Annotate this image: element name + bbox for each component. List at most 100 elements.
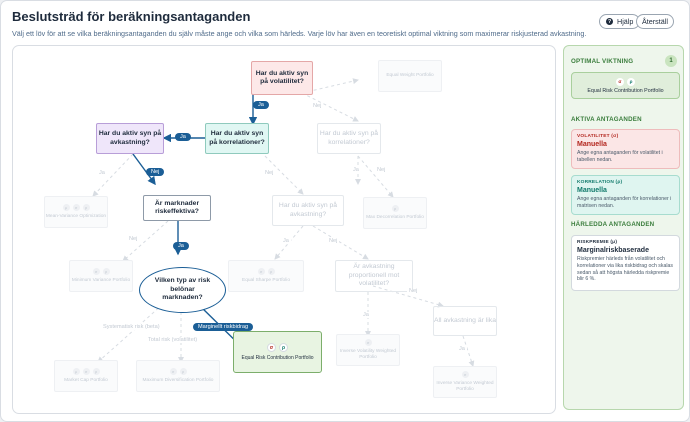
- leaf-equal-weight[interactable]: Equal Weight Portfolio: [378, 60, 442, 92]
- question-volatility-text: Har du aktiv syn på volatilitet?: [255, 69, 309, 85]
- correlation-desc: Ange egna antaganden för korrelationer i…: [577, 196, 672, 209]
- leaf-max-diversification-label: Maximum Diversification Portfolio: [142, 378, 214, 383]
- risk-premium-value: Marginalriskbaserade: [577, 247, 649, 254]
- question-risk-type[interactable]: Vilken typ av risk belönar marknaden?: [139, 267, 226, 313]
- optimal-count-badge: 1: [665, 55, 677, 67]
- decision-tree-canvas: Har du aktiv syn på volatilitet? Har du …: [12, 45, 556, 414]
- sigma-icon: σ: [72, 204, 80, 211]
- rho-icon: ρ: [391, 205, 399, 212]
- optimal-weighting-card[interactable]: σ ρ Equal Risk Contribution Portfolio: [571, 72, 680, 99]
- question-return[interactable]: Har du aktiv syn på avkastning?: [96, 123, 164, 154]
- risk-premium-key: RISKPREMIE (μ): [577, 240, 618, 245]
- question-return-text: Har du aktiv syn på avkastning?: [98, 130, 162, 146]
- edge-label-corr-yes: Ja: [175, 133, 191, 141]
- edge-prop-nej: [372, 285, 444, 308]
- leaf-erc-label: Equal Risk Contribution Portfolio: [241, 355, 314, 361]
- volatility-value: Manuella: [577, 141, 607, 148]
- reset-button[interactable]: Återställ: [636, 14, 674, 29]
- sigma-icon: σ: [82, 368, 90, 375]
- edge-vol-no2: [301, 92, 359, 122]
- edge-riskeff-nej: [122, 220, 169, 262]
- sigma-icon: σ: [461, 371, 469, 379]
- edge-label-corr-no: Nej: [263, 170, 276, 176]
- sigma-icon: σ: [364, 339, 372, 347]
- leaf-inverse-volatility[interactable]: σ Inverse Volatility Weighted Portfolio: [336, 334, 400, 366]
- sigma-icon: σ: [92, 268, 100, 275]
- edge-label-ret-no: Nej: [146, 168, 165, 176]
- leaf-inverse-variance[interactable]: σ Inverse Variance Weighted Portfolio: [433, 366, 497, 398]
- risk-premium-card: RISKPREMIE (μ) Marginalriskbaserade Risk…: [571, 235, 680, 291]
- help-label: Hjälp: [617, 17, 634, 26]
- question-volatility[interactable]: Har du aktiv syn på volatilitet?: [251, 61, 313, 95]
- rho-icon: ρ: [102, 268, 110, 275]
- faded-question-proportional-text: Är avkastning proportionell mot volatili…: [348, 263, 400, 288]
- edge-label-fcorr-no: Nej: [375, 167, 388, 173]
- edge-fret-ja: [274, 225, 304, 260]
- volatility-desc: Ange egna antaganden för volatilitet i t…: [577, 150, 663, 163]
- edge-label-all-yes: Ja: [457, 346, 467, 352]
- leaf-inverse-variance-icons: σ: [461, 371, 469, 379]
- mu-icon: μ: [62, 204, 70, 211]
- header: Beslutsträd för beräkningsantaganden Väl…: [12, 9, 587, 38]
- mu-icon: μ: [72, 368, 80, 375]
- faded-question-return-text: Har du aktiv syn på avkastning?: [278, 202, 338, 218]
- correlation-value: Manuella: [577, 187, 607, 194]
- leaf-max-decorrelation-label: Max Decorrelation Portfolio: [366, 215, 424, 220]
- edge-fcorr-nej: [357, 155, 394, 198]
- question-correlation[interactable]: Har du aktiv syn på korrelationer?: [205, 123, 269, 154]
- faded-question-return: Har du aktiv syn på avkastning?: [272, 195, 344, 226]
- edge-label-riskeff-no: Nej: [127, 236, 140, 242]
- leaf-inverse-volatility-label: Inverse Volatility Weighted Portfolio: [339, 349, 397, 360]
- rho-icon: ρ: [92, 368, 100, 375]
- edge-corr-nej: [264, 155, 304, 195]
- derived-heading: HÄRLEDDA ANTAGANDEN: [571, 221, 655, 228]
- rho-icon: ρ: [179, 368, 187, 375]
- edge-label-fret-yes: Ja: [281, 238, 291, 244]
- active-heading: AKTIVA ANTAGANDEN: [571, 116, 642, 123]
- correlation-key: KORRELATION (ρ): [577, 180, 623, 185]
- leaf-max-decorrelation[interactable]: ρ Max Decorrelation Portfolio: [363, 197, 427, 229]
- edge-ret-ja: [92, 153, 134, 197]
- edge-label-systematic: Systematisk risk (beta): [101, 324, 162, 330]
- edge-label-vol-yes: Ja: [253, 101, 269, 109]
- volatility-card: VOLATILITET (σ) Manuella Ange egna antag…: [571, 129, 680, 169]
- help-button[interactable]: ? Hjälp: [599, 14, 641, 29]
- question-risk-efficient[interactable]: Är marknader riskeffektiva?: [143, 195, 211, 221]
- page-title: Beslutsträd för beräkningsantaganden: [12, 9, 251, 24]
- leaf-erc-icons: σ ρ: [267, 343, 288, 352]
- leaf-erc-selected[interactable]: σ ρ Equal Risk Contribution Portfolio: [233, 331, 322, 373]
- edge-label-fcorr-yes: Ja: [351, 167, 361, 173]
- leaf-equal-sharpe-label: Equal Sharpe Portfolio: [242, 278, 290, 283]
- sigma-icon: σ: [169, 368, 177, 375]
- sigma-icon: σ: [616, 77, 624, 86]
- edge-label-fret-no: Nej: [327, 238, 340, 244]
- rho-icon: ρ: [267, 268, 275, 275]
- rho-icon: ρ: [627, 77, 635, 86]
- sigma-icon: σ: [267, 343, 276, 352]
- edge-label-marginal: Marginellt riskbidrag: [193, 323, 254, 331]
- page-subtitle: Välj ett löv för att se vilka beräknings…: [12, 29, 587, 38]
- volatility-key: VOLATILITET (σ): [577, 134, 619, 139]
- edge-label-riskeff-yes: Ja: [173, 242, 189, 250]
- rho-icon: ρ: [279, 343, 288, 352]
- leaf-inverse-variance-label: Inverse Variance Weighted Portfolio: [436, 381, 494, 392]
- faded-question-correlation-text: Har du aktiv syn på korrelationer?: [319, 130, 379, 146]
- correlation-card: KORRELATION (ρ) Manuella Ange egna antag…: [571, 175, 680, 215]
- help-icon: ?: [606, 18, 613, 25]
- question-risk-type-text: Vilken typ av risk belönar marknaden?: [154, 277, 211, 302]
- leaf-market-cap-label: Market Cap Portfolio: [64, 378, 108, 383]
- optimal-card-icons: σ ρ: [616, 77, 635, 86]
- sigma-icon: σ: [257, 268, 265, 275]
- edge-label-prop-no: Nej: [407, 288, 420, 294]
- edge-label-prop-yes: Ja: [361, 312, 371, 318]
